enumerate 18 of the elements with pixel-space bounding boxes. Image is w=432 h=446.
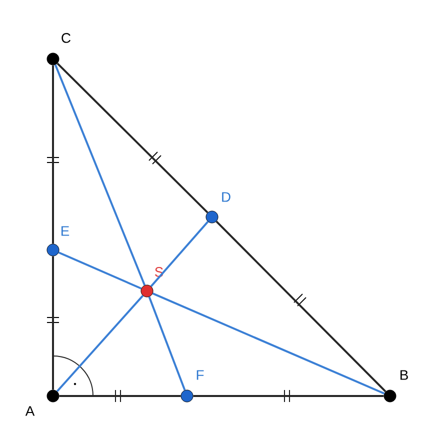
point-label: A — [24, 405, 36, 417]
point-label: B — [398, 369, 410, 381]
line-segment — [150, 221, 209, 287]
line-segment — [52, 256, 54, 390]
line-segment — [216, 220, 386, 392]
line-segment — [58, 252, 142, 290]
point-label: E — [59, 225, 71, 237]
line-segment — [193, 395, 384, 397]
line-segment — [56, 62, 208, 214]
line-segment — [56, 294, 144, 392]
line-segment — [54, 64, 146, 286]
point-label: D — [220, 191, 232, 203]
point-label: C — [60, 32, 72, 44]
line-segment — [59, 395, 181, 397]
line-segment — [52, 65, 54, 244]
point-label: F — [194, 369, 206, 381]
line-segment — [152, 292, 385, 394]
line-segment — [148, 296, 186, 391]
